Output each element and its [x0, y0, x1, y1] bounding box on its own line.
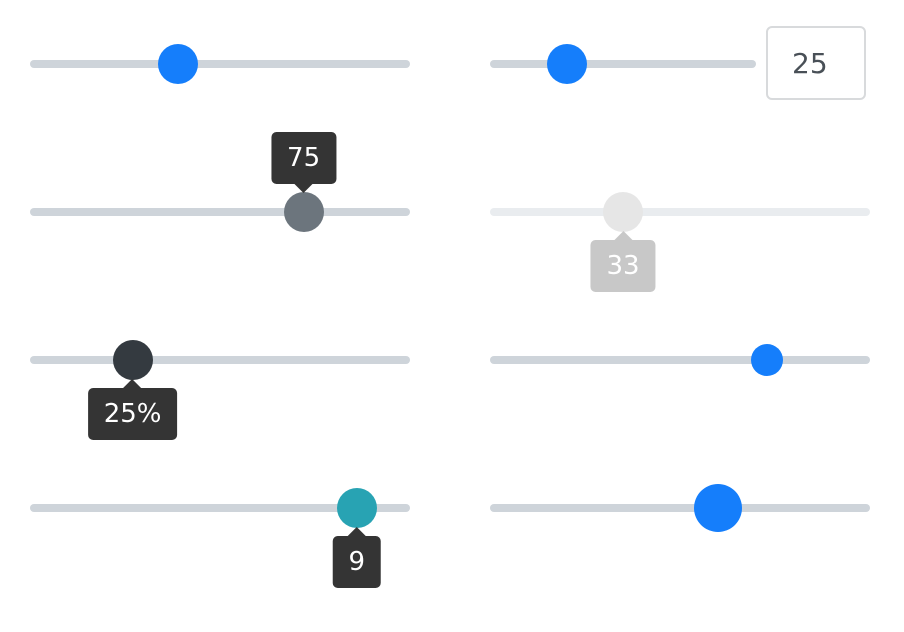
range-slider-secondary-tooltip[interactable]: 75 — [30, 132, 410, 232]
range-slider-small[interactable] — [490, 340, 870, 380]
slider-tooltip: 33 — [590, 240, 656, 292]
range-slider-large[interactable] — [490, 484, 870, 532]
slider-track — [490, 208, 870, 216]
slider-thumb[interactable] — [336, 488, 377, 528]
slider-thumb — [603, 192, 643, 232]
slider-track[interactable] — [30, 504, 410, 512]
slider-tooltip: 75 — [271, 132, 337, 184]
slider-track[interactable] — [30, 208, 410, 216]
slider-value-input[interactable] — [766, 26, 866, 100]
slider-track[interactable] — [490, 60, 756, 68]
slider-thumb[interactable] — [751, 344, 784, 376]
slider-track[interactable] — [490, 356, 870, 364]
slider-tooltip: 25% — [87, 388, 178, 440]
slider-thumb[interactable] — [112, 340, 153, 380]
range-slider-disabled: 33 — [490, 192, 870, 292]
slider-thumb[interactable] — [694, 484, 742, 532]
slider-thumb[interactable] — [547, 44, 588, 84]
slider-track[interactable] — [30, 356, 410, 364]
slider-track[interactable] — [490, 504, 870, 512]
range-slider-dark-percent[interactable]: 25% — [30, 340, 410, 440]
slider-thumb[interactable] — [283, 192, 324, 232]
range-slider-with-input[interactable] — [490, 44, 756, 84]
range-slider-basic[interactable] — [30, 44, 410, 84]
slider-tooltip: 9 — [332, 536, 382, 588]
slider-thumb[interactable] — [158, 44, 199, 84]
range-slider-info[interactable]: 9 — [30, 488, 410, 588]
slider-track[interactable] — [30, 60, 410, 68]
